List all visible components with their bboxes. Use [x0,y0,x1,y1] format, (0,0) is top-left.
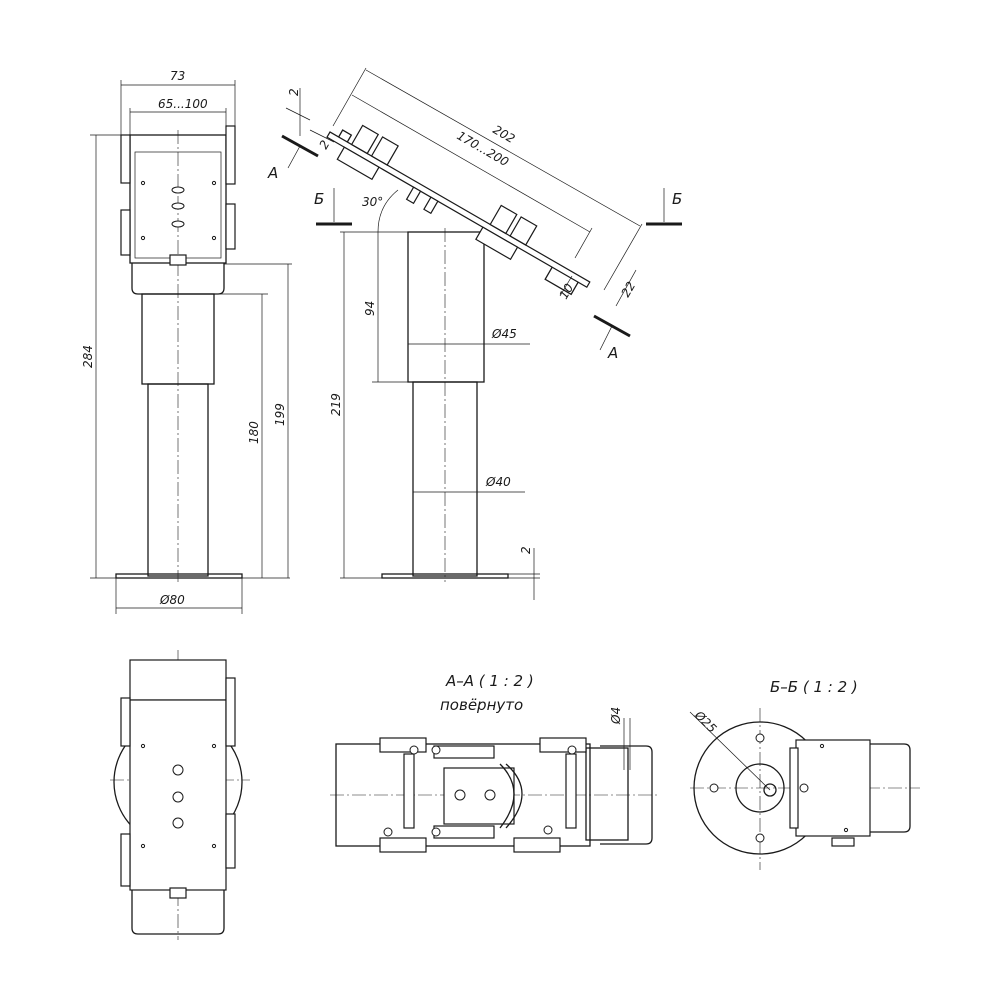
section-mark-b-right: Б [672,190,682,208]
section-aa-note: повёрнуто [440,696,523,714]
dim-hole-diameter: Ø4 [609,707,623,725]
dim-offset-94: 94 [363,301,377,316]
dim-base-diameter: Ø80 [159,593,185,607]
section-mark-b-left: Б [314,190,324,208]
inclined-plate [326,124,591,296]
dim-height-overall: 284 [81,345,95,368]
dim-base-thickness: 2 [519,546,533,554]
section-aa-title: А–А ( 1 : 2 ) [445,672,534,690]
section-aa: А–А ( 1 : 2 ) повёрнуто Ø4 [330,672,660,853]
section-mark-a-bottom: А [607,344,618,362]
dim-gap-top: 2 [287,88,301,96]
dim-height-bracket: 199 [273,403,287,426]
section-bb: Б–Б ( 1 : 2 ) Ø25 [689,678,920,870]
dim-tube-lower-diameter: Ø40 [485,475,511,489]
clamp-right-upper [225,125,236,185]
rear-view [110,650,250,940]
dim-height-219: 219 [329,393,343,416]
dim-depth-10: 10 [556,281,576,302]
side-view: А Б Б А 2 2 202 170...200 30° 94 219 Ø45… [267,67,682,600]
dim-flange-diameter: Ø25 [691,708,719,736]
dim-length-overall: 202 [491,122,518,146]
dim-width-range: 65...100 [158,97,208,111]
front-view: 73 65...100 284 180 199 Ø80 [81,69,292,614]
clamp-left-upper [120,134,131,184]
dim-depth-22: 22 [618,279,638,299]
section-bb-title: Б–Б ( 1 : 2 ) [770,678,858,696]
dim-tube-upper-diameter: Ø45 [491,327,517,341]
dim-width-overall: 73 [170,69,185,83]
dim-angle: 30° [362,195,383,209]
dim-height-tube: 180 [247,421,261,444]
section-mark-a-top: А [267,164,278,182]
